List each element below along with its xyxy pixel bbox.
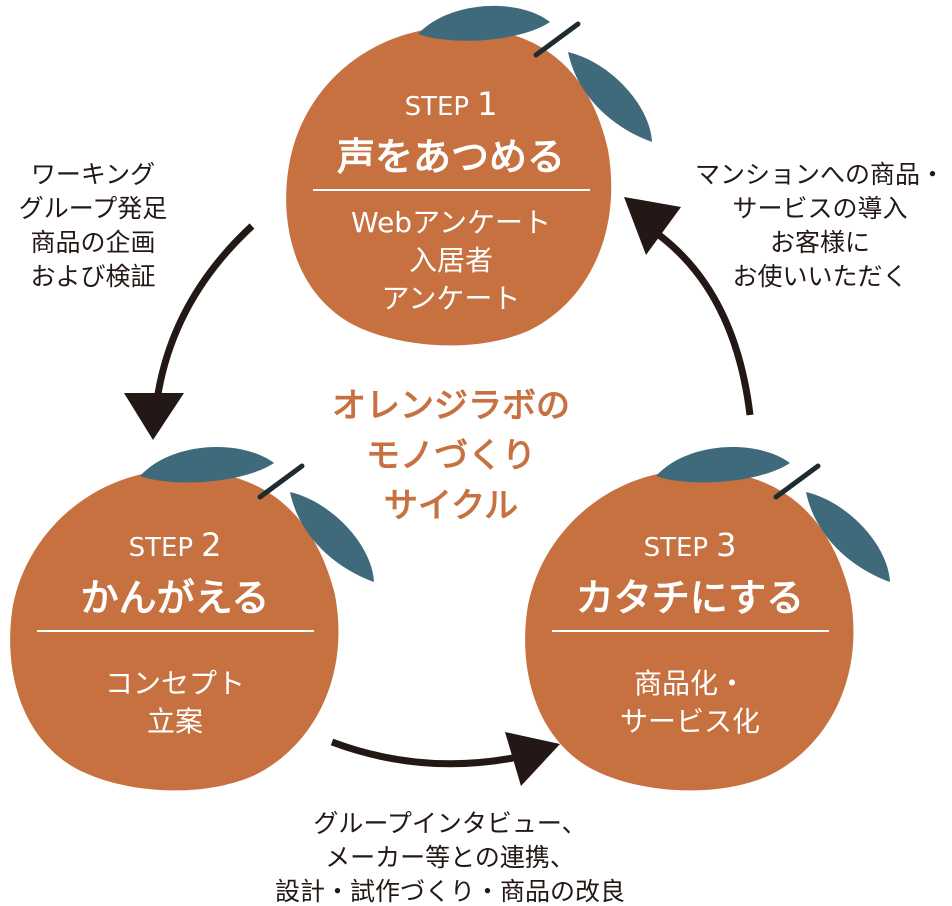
step-detail: Webアンケート bbox=[351, 206, 551, 239]
center-title: オレンジラボの モノづくり サイクル bbox=[332, 386, 570, 526]
transition-line: グループ発足 bbox=[19, 194, 168, 223]
stem-icon bbox=[533, 21, 581, 58]
transition-line: メーカー等との連携、 bbox=[325, 843, 575, 872]
arrow-step3-to-step1 bbox=[624, 197, 754, 416]
step-number: 1 bbox=[477, 85, 497, 123]
transition-label-2-to-3: グループインタビュー、 メーカー等との連携、 設計・試作づくり・商品の改良 bbox=[275, 809, 625, 906]
step-detail: 入居者 bbox=[409, 244, 493, 277]
step-detail: コンセプト bbox=[105, 667, 245, 700]
step-detail: 立案 bbox=[147, 705, 203, 738]
step-title: 声をあつめる bbox=[337, 135, 565, 179]
step-number: 3 bbox=[716, 526, 736, 564]
transition-line: サービスの導入 bbox=[732, 194, 907, 223]
leaf-icon bbox=[568, 52, 652, 142]
transition-line: お使いいただく bbox=[732, 262, 907, 291]
step-title: カタチにする bbox=[576, 576, 804, 620]
step-label: STEP bbox=[405, 92, 470, 122]
transition-line: 設計・試作づくり・商品の改良 bbox=[275, 877, 625, 906]
transition-line: および検証 bbox=[30, 262, 155, 291]
step-title: かんがえる bbox=[81, 576, 270, 620]
leaf-icon bbox=[140, 447, 274, 483]
center-title-line: オレンジラボの bbox=[332, 386, 570, 426]
leaf-icon bbox=[656, 447, 790, 483]
step-detail: サービス化 bbox=[620, 705, 760, 738]
transition-label-1-to-2: ワーキング グループ発足 商品の企画 および検証 bbox=[19, 160, 168, 291]
transition-line: お客様に bbox=[770, 228, 870, 257]
transition-line: グループインタビュー、 bbox=[313, 809, 586, 838]
step-number: 2 bbox=[201, 526, 221, 564]
leaf-icon bbox=[290, 492, 374, 582]
arrow-step1-to-step2 bbox=[124, 223, 255, 440]
arrow-step2-to-step3 bbox=[330, 732, 560, 786]
stem-icon bbox=[257, 463, 305, 500]
leaf-icon bbox=[418, 5, 550, 41]
step-label: STEP bbox=[644, 533, 709, 563]
transition-label-3-to-1: マンションへの商品・ サービスの導入 お客様に お使いいただく bbox=[695, 160, 945, 291]
step-detail: アンケート bbox=[382, 282, 521, 315]
step-label: STEP bbox=[129, 533, 194, 563]
transition-line: ワーキング bbox=[31, 160, 155, 189]
step-detail: 商品化・ bbox=[634, 667, 746, 700]
stem-icon bbox=[773, 463, 821, 500]
center-title-line: モノづくり bbox=[366, 436, 536, 476]
transition-line: 商品の企画 bbox=[30, 228, 155, 257]
transition-line: マンションへの商品・ bbox=[695, 160, 945, 189]
leaf-icon bbox=[806, 492, 890, 582]
center-title-line: サイクル bbox=[384, 486, 518, 526]
